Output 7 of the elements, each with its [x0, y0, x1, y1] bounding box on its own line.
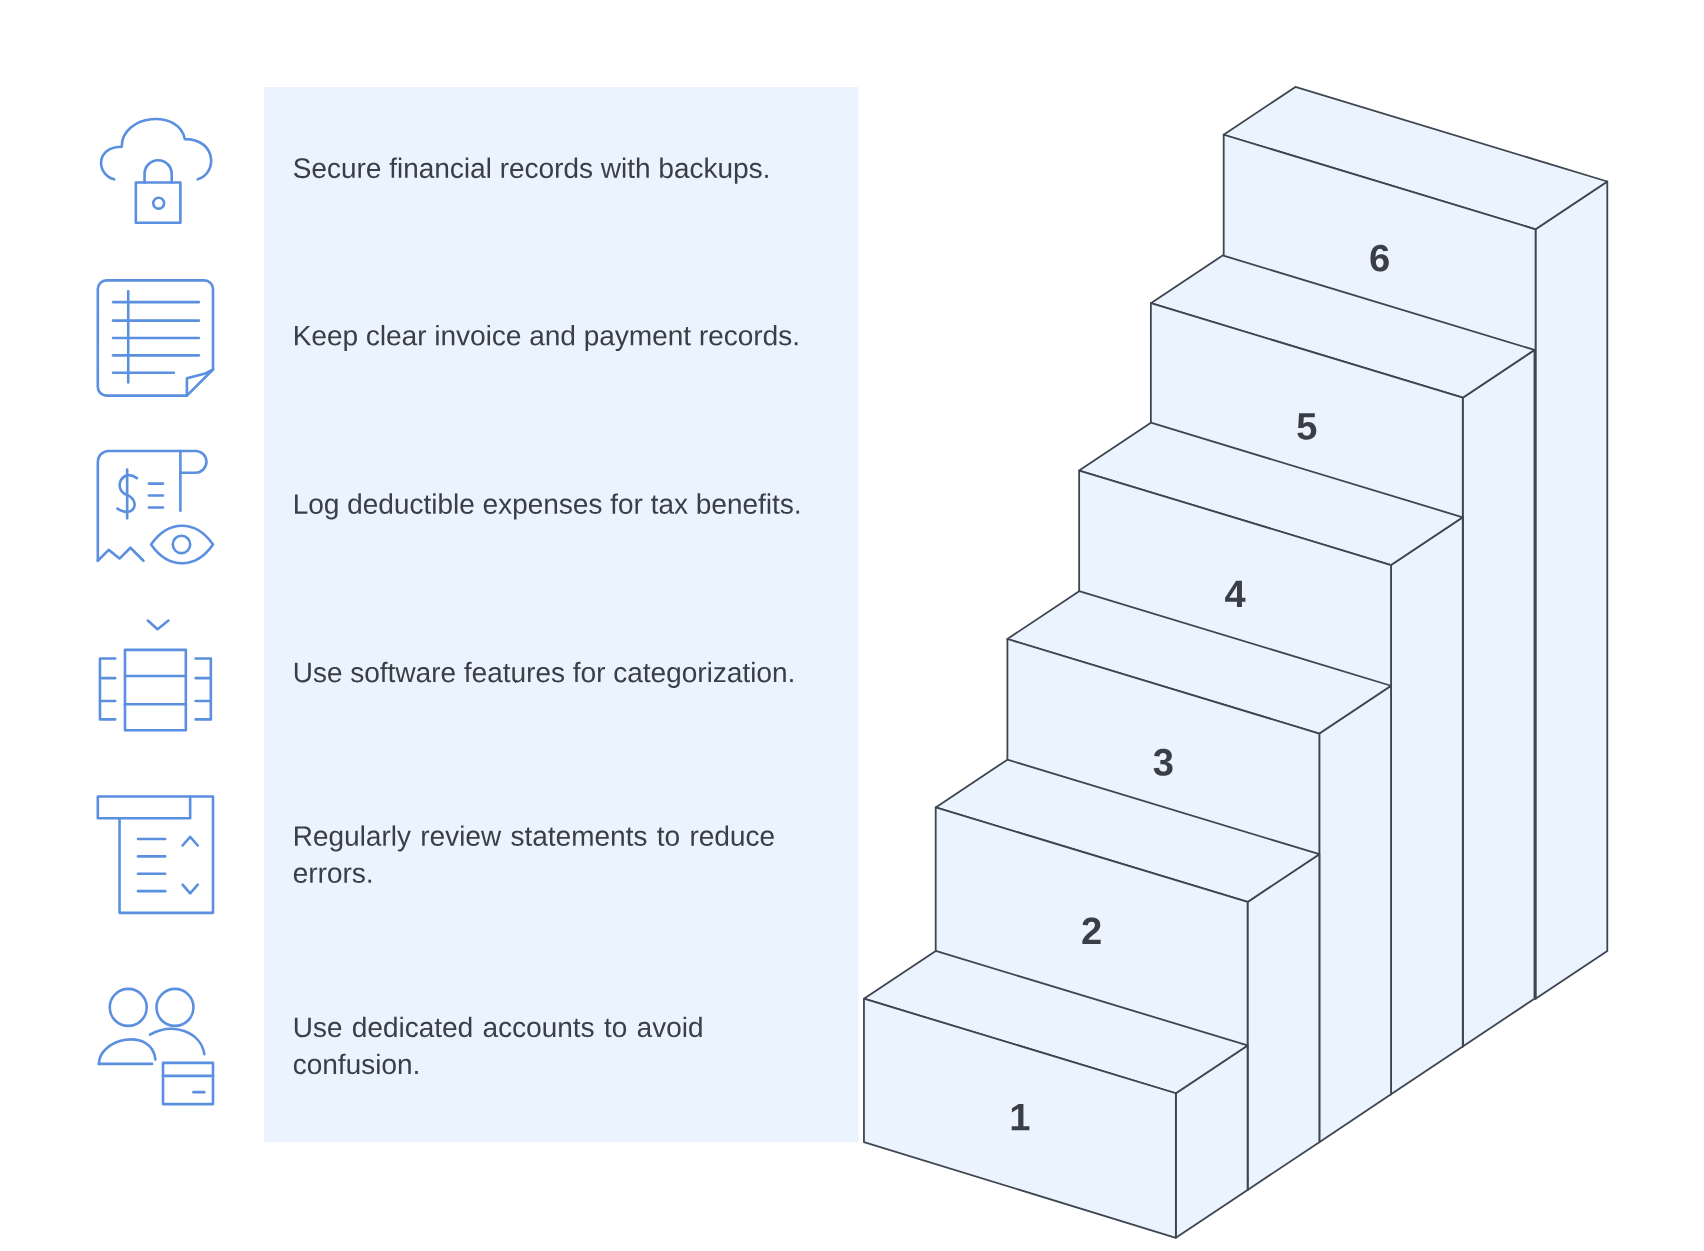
step-description: Log deductible expenses for tax benefits.: [295, 493, 800, 520]
step-description: Regularly review statements to reduce errors.: [293, 825, 774, 884]
step-description: Use software features for categorization.: [294, 661, 793, 688]
step-description: Secure financial records with backups.: [294, 157, 768, 184]
step-block: 1: [863, 950, 1249, 1239]
step-description: Use dedicated accounts to avoid confusion.: [293, 1016, 702, 1075]
step-description: Keep clear invoice and payment records.: [295, 325, 798, 352]
